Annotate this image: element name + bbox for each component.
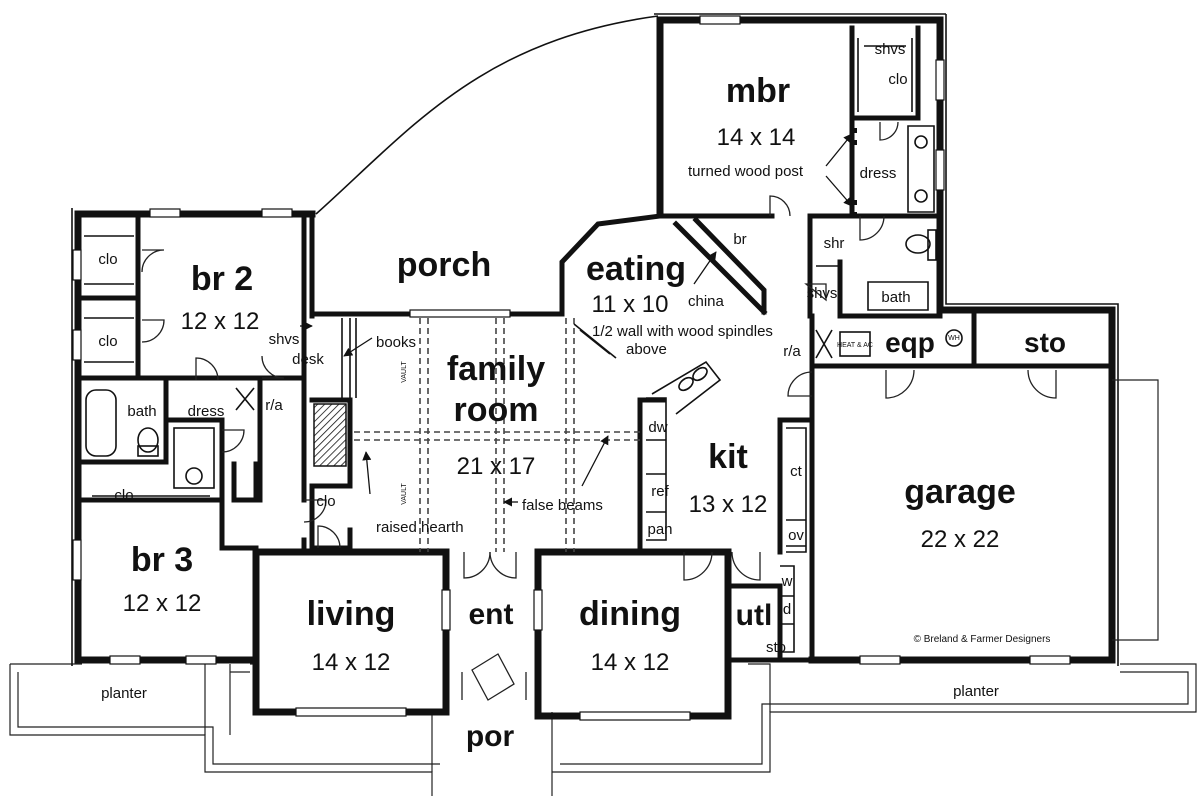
- room-dim-garage: 22 x 22: [921, 526, 1000, 553]
- room-dim-dining: 14 x 12: [591, 649, 670, 676]
- room-dim-eating: 11 x 10: [592, 291, 669, 318]
- label-clo-br3: clo: [114, 487, 133, 504]
- room-name-garage: garage: [904, 473, 1016, 511]
- room-name-br2: br 2: [191, 260, 253, 298]
- label-dw: dw: [648, 419, 667, 436]
- room-name-ent: ent: [469, 598, 514, 631]
- label-w: w: [781, 573, 793, 590]
- room-name-mbr: mbr: [726, 72, 790, 110]
- room-name-family-2: room: [454, 391, 539, 429]
- label-dress-br2: dress: [188, 403, 225, 420]
- label-shvs-mbr-2: shvs: [807, 285, 838, 302]
- label-pan: pan: [647, 521, 672, 538]
- label-shvs-hall: shvs: [269, 331, 300, 348]
- label-dress-mbr: dress: [860, 165, 897, 182]
- label-br-china: br: [733, 231, 746, 248]
- label-vault-2: VAULT: [401, 483, 408, 505]
- label-false-beams: false beams: [522, 497, 603, 514]
- label-ov: ov: [788, 527, 804, 544]
- exterior-wall-shadow: [71, 13, 1119, 666]
- label-bath-mbr: bath: [881, 289, 910, 306]
- doors: [141, 121, 1057, 701]
- room-dim-living: 14 x 12: [312, 649, 391, 676]
- label-shr: shr: [824, 235, 845, 252]
- copyright: © Breland & Farmer Designers: [914, 634, 1051, 645]
- label-raised-hearth: raised hearth: [376, 519, 464, 536]
- room-name-family-1: family: [447, 350, 545, 388]
- label-heat-ac: HEAT & AC: [837, 342, 873, 349]
- label-sto-utl: sto: [766, 639, 786, 656]
- room-name-living: living: [307, 595, 396, 633]
- bath-fixtures: [85, 387, 255, 489]
- label-wh: WH: [948, 335, 960, 342]
- front-walls: [252, 548, 815, 720]
- label-clo-br2-2: clo: [98, 333, 117, 350]
- label-bath-br2: bath: [127, 403, 156, 420]
- room-dim-br2: 12 x 12: [181, 308, 260, 335]
- label-clo-mbr: clo: [888, 71, 907, 88]
- label-half-wall-1: 1/2 wall with wood spindles: [592, 323, 773, 340]
- label-clo-hall: clo: [316, 493, 335, 510]
- label-half-wall-2: above: [626, 341, 667, 358]
- label-ra-br2: r/a: [265, 397, 283, 414]
- label-planter-west: planter: [101, 685, 147, 702]
- interior-walls: [75, 25, 1115, 663]
- label-ref: ref: [651, 483, 669, 500]
- room-name-por: por: [466, 720, 515, 753]
- room-name-eating: eating: [586, 250, 686, 288]
- room-name-eqp: eqp: [885, 327, 935, 358]
- label-books: books: [376, 334, 416, 351]
- room-dim-kit: 13 x 12: [689, 491, 768, 518]
- label-ct: ct: [790, 463, 803, 480]
- false-beams: [354, 318, 640, 552]
- label-ra-kit: r/a: [783, 343, 801, 360]
- windows: [72, 15, 1071, 721]
- room-dim-br3: 12 x 12: [123, 590, 202, 617]
- label-d: d: [783, 601, 791, 618]
- label-desk: desk: [292, 351, 324, 368]
- room-name-kit: kit: [708, 438, 748, 476]
- garage-door: [1112, 379, 1159, 641]
- planter-outline: [9, 663, 1197, 796]
- label-turned-wood-post: turned wood post: [688, 163, 804, 180]
- room-name-br3: br 3: [131, 541, 193, 579]
- equipment-units: [815, 329, 963, 359]
- label-shvs-mbr: shvs: [875, 41, 906, 58]
- annotation-arrows: [300, 133, 853, 507]
- label-planter-east: planter: [953, 683, 999, 700]
- room-name-porch: porch: [397, 246, 491, 284]
- porch-roof-curve: [315, 15, 659, 215]
- room-name-dining: dining: [579, 595, 681, 633]
- room-dim-mbr: 14 x 14: [717, 124, 796, 151]
- label-vault-1: VAULT: [401, 361, 408, 383]
- room-name-utl: utl: [736, 599, 773, 632]
- room-dim-family: 21 x 17: [457, 453, 536, 480]
- label-china: china: [688, 293, 725, 310]
- master-bath-fixtures: [816, 38, 937, 311]
- room-name-sto: sto: [1024, 327, 1066, 358]
- kitchen-counters: [646, 360, 807, 653]
- wood-posts: [852, 128, 857, 217]
- fireplace: [313, 403, 347, 467]
- label-clo-br2-1: clo: [98, 251, 117, 268]
- bookshelves: [341, 318, 357, 398]
